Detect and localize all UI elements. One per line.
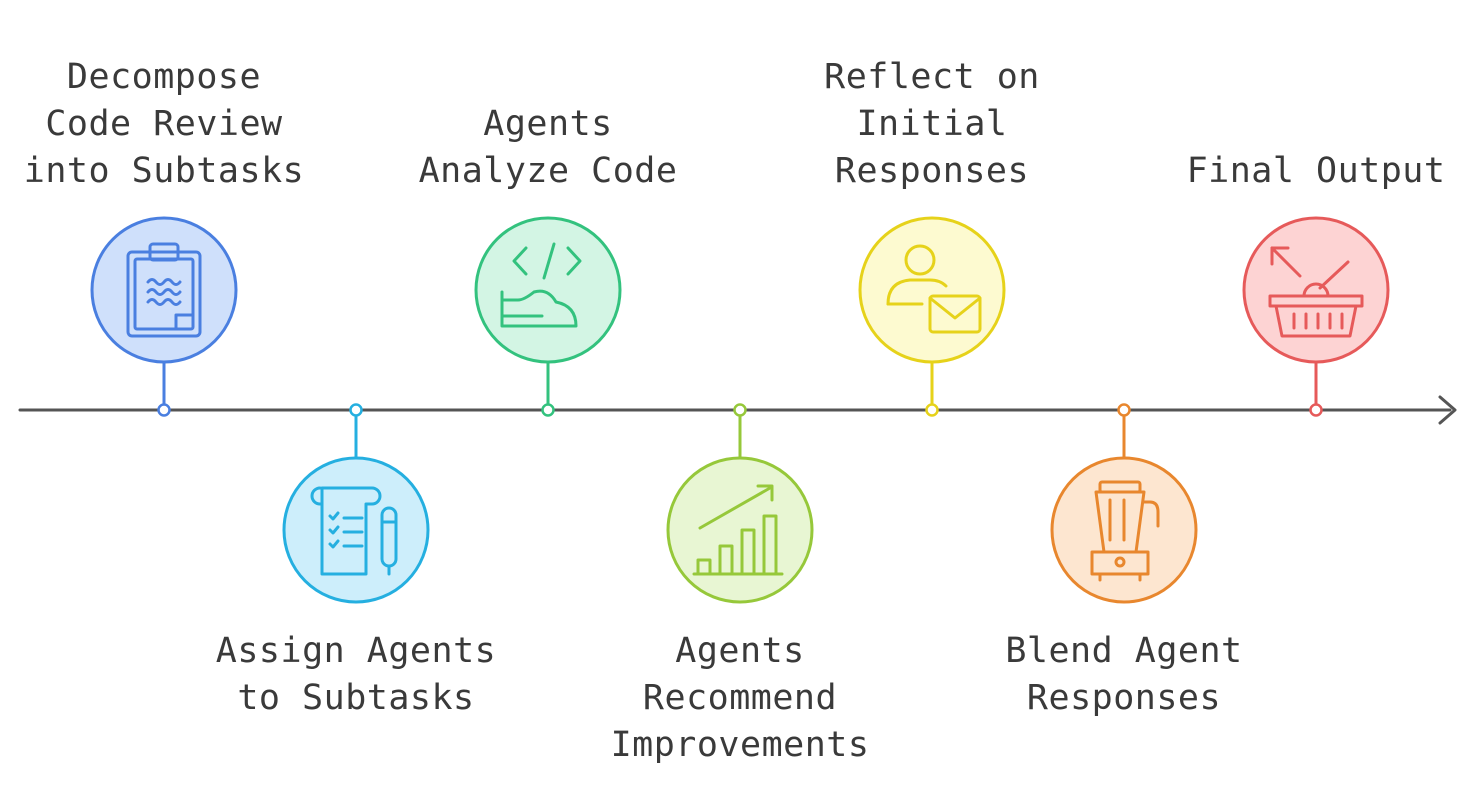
- step-label: Assign Agents to Subtasks: [215, 631, 497, 718]
- timeline-step: [1050, 403, 1198, 604]
- code-icon: [500, 242, 582, 328]
- timeline-step: [90, 216, 238, 417]
- basket-icon: [1268, 246, 1364, 338]
- step-label: Agents Recommend Improvements: [610, 631, 870, 765]
- checklist-pen-icon: [310, 486, 398, 576]
- step-circle: [858, 216, 1006, 364]
- axis-dot: [1309, 403, 1323, 417]
- step-circle: [282, 456, 430, 604]
- timeline-step: [858, 216, 1006, 417]
- axis-dot: [733, 403, 747, 417]
- step-circle: [474, 216, 622, 364]
- clipboard-icon: [126, 242, 202, 338]
- step-circle: [1242, 216, 1390, 364]
- timeline-step: [666, 403, 814, 604]
- axis-dot: [925, 403, 939, 417]
- growth-chart-icon: [692, 484, 784, 576]
- timeline-step: [474, 216, 622, 417]
- step-label: Agents Analyze Code: [418, 104, 678, 191]
- step-circle: [666, 456, 814, 604]
- user-mail-icon: [886, 244, 982, 334]
- step-label: Reflect on Initial Responses: [824, 57, 1040, 191]
- timeline-step: [282, 403, 430, 604]
- axis-dot: [157, 403, 171, 417]
- step-label: Blend Agent Responses: [1005, 631, 1243, 718]
- axis-dot: [541, 403, 555, 417]
- axis-dot: [349, 403, 363, 417]
- blender-icon: [1090, 480, 1160, 582]
- axis-dot: [1117, 403, 1131, 417]
- step-label: Decompose Code Review into Subtasks: [23, 57, 305, 191]
- timeline-step: [1242, 216, 1390, 417]
- timeline-arrowhead: [1438, 395, 1457, 425]
- step-label: Final Output: [1186, 151, 1446, 191]
